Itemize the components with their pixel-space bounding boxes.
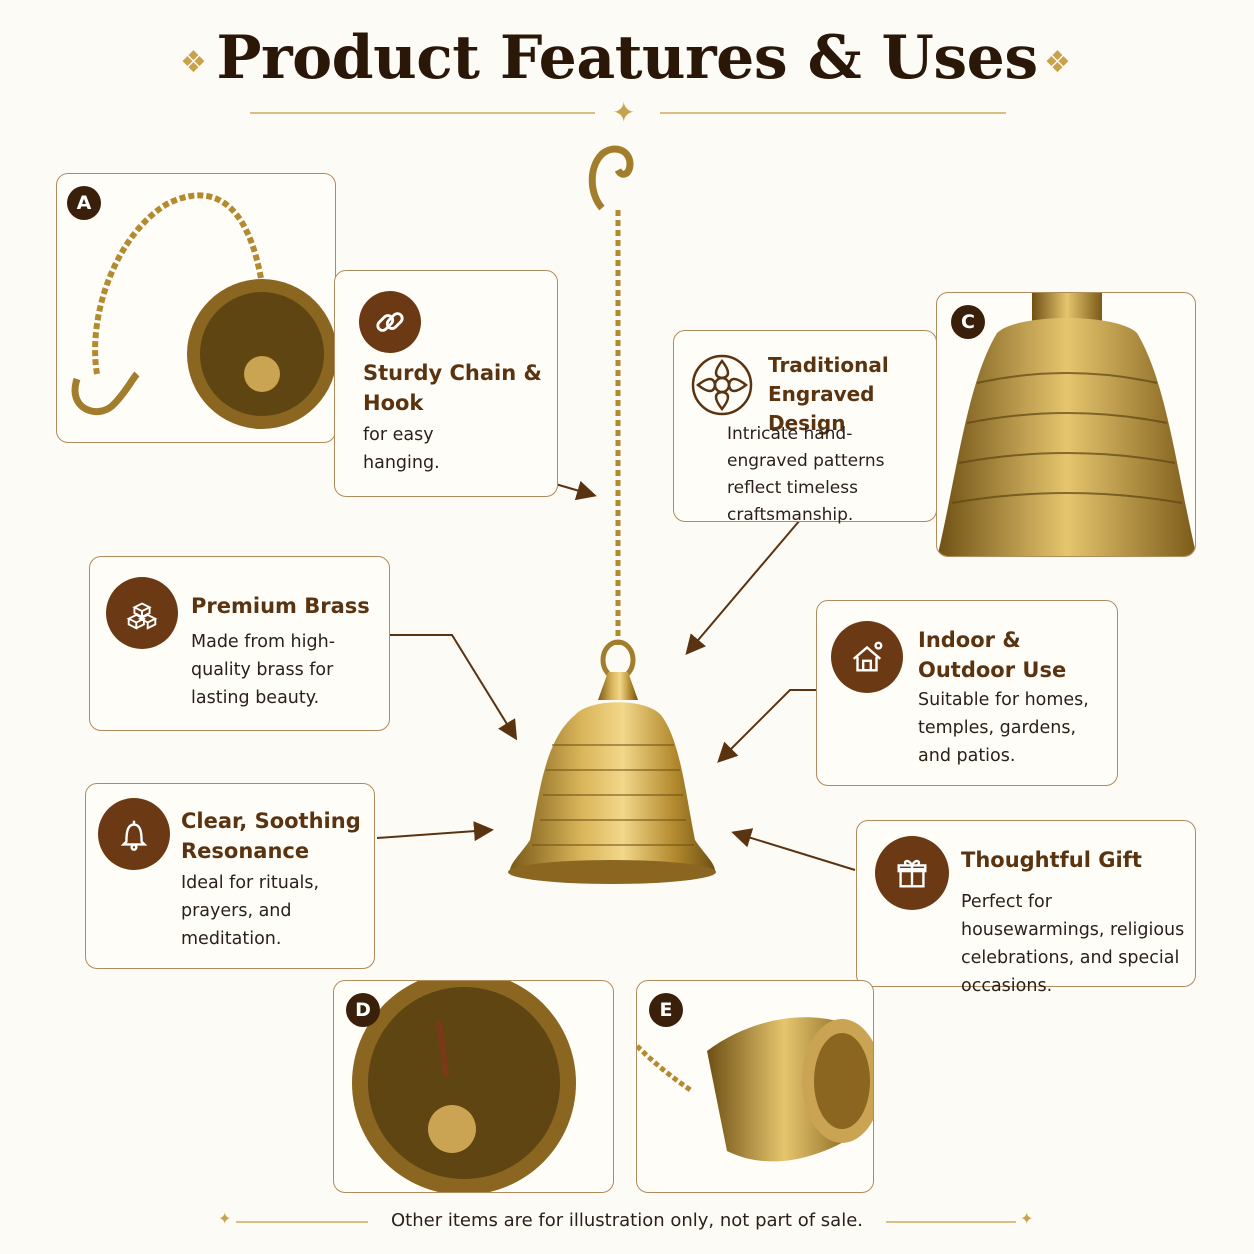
detail-photo-e: E: [636, 980, 874, 1193]
badge-e: E: [649, 993, 683, 1027]
header-divider-right: [660, 112, 1006, 114]
feature-description: Made from high-quality brass for lasting…: [191, 632, 336, 708]
page-title: Product Features & Uses: [216, 23, 1038, 93]
footer-disclaimer: Other items are for illustration only, n…: [390, 1210, 863, 1231]
feature-card-indoor-outdoor: Indoor & Outdoor Use Suitable for homes,…: [816, 600, 1118, 786]
chain-link-icon: [359, 291, 421, 353]
center-ornament-icon: ✦: [612, 96, 636, 129]
feature-title: Premium Brass: [191, 594, 370, 618]
right-ornament-icon: ❖: [1044, 45, 1071, 80]
badge-c: C: [951, 305, 985, 339]
bell-interior-photo: [352, 981, 576, 1192]
badge-d: D: [346, 993, 380, 1027]
feature-description: for easy hanging.: [363, 425, 440, 473]
hanging-bell-illustration: [508, 145, 716, 884]
feature-title: Traditional Engraved Design: [768, 353, 889, 435]
feature-title: Clear, Soothing Resonance: [181, 809, 361, 863]
engraved-bell-closeup-photo: [937, 293, 1195, 556]
badge-a: A: [67, 186, 101, 220]
detail-photo-a: A: [56, 173, 336, 443]
feature-card-chain: Sturdy Chain & Hook for easy hanging.: [334, 270, 558, 497]
detail-photo-d: D: [333, 980, 614, 1193]
feature-description: Suitable for homes, temples, gardens, an…: [918, 690, 1089, 766]
footer-left-ornament-icon: ✦: [218, 1209, 232, 1228]
house-sun-icon: [831, 621, 903, 693]
feature-title: Sturdy Chain & Hook: [363, 361, 542, 415]
feature-card-resonance: Clear, Soothing Resonance Ideal for ritu…: [85, 783, 375, 969]
left-ornament-icon: ❖: [180, 45, 207, 80]
feature-title: Thoughtful Gift: [961, 848, 1142, 872]
detail-photo-c: C: [936, 292, 1196, 557]
footer-divider-right: [886, 1221, 1016, 1223]
bell-side-angle-photo: [637, 1017, 873, 1162]
feature-description: Intricate hand-engraved patterns reflect…: [727, 424, 885, 525]
gift-box-icon: [875, 836, 949, 910]
mandala-flower-icon: [690, 353, 754, 417]
header-divider-left: [250, 112, 595, 114]
footer-right-ornament-icon: ✦: [1020, 1209, 1034, 1228]
chain-hook-bell-photo: [71, 192, 335, 429]
feature-description: Perfect for housewarmings, religious cel…: [961, 892, 1185, 996]
feature-card-gift: Thoughtful Gift Perfect for housewarming…: [856, 820, 1196, 996]
footer-divider-left: [236, 1221, 368, 1223]
feature-card-design: Traditional Engraved Design Intricate ha…: [673, 330, 937, 525]
feature-card-brass: Premium Brass Made from high-quality bra…: [89, 556, 390, 731]
feature-description: Ideal for rituals, prayers, and meditati…: [181, 873, 320, 949]
bell-icon: [98, 798, 170, 870]
brass-blocks-icon: [106, 577, 178, 649]
feature-title: Indoor & Outdoor Use: [918, 628, 1067, 682]
